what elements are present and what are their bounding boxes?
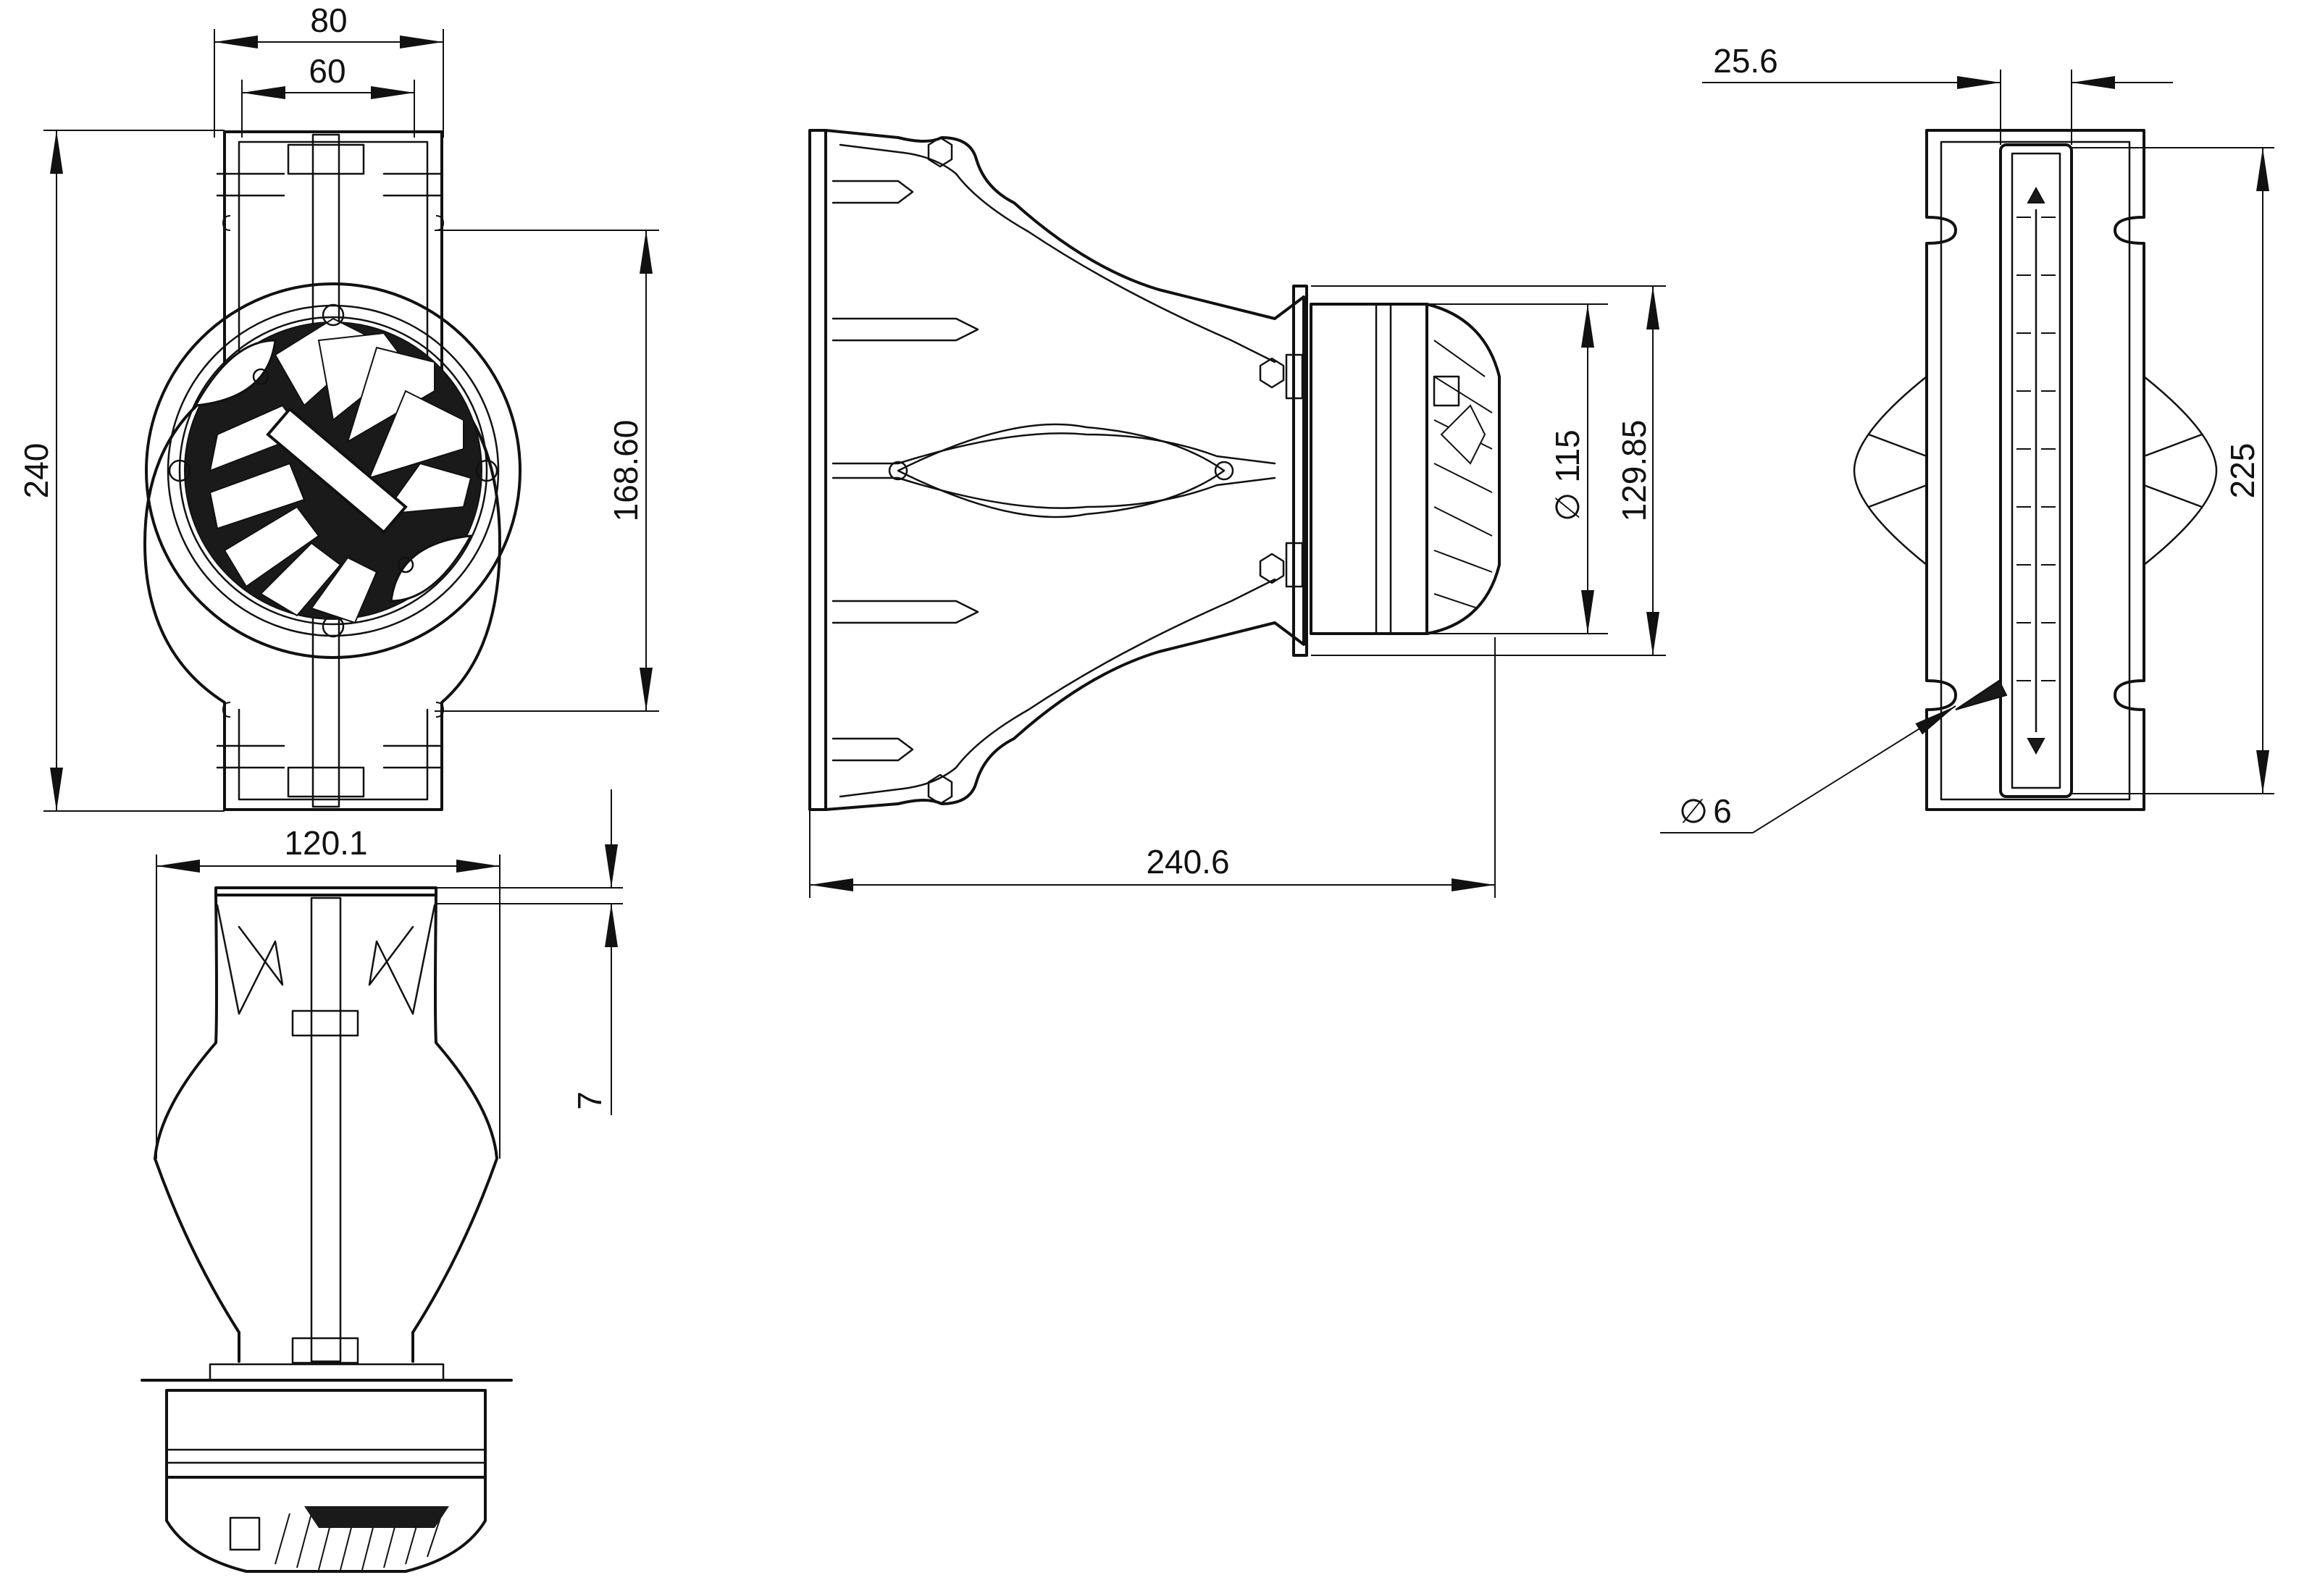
rear-view [1853, 129, 2218, 811]
front-dimensions: 80 60 240 168.60 [17, 1, 659, 812]
bottom-view [141, 886, 513, 1573]
front-cooling-fins [209, 317, 472, 624]
rear-slot-teeth [2016, 217, 2056, 681]
dim-side-overall-depth: 240.6 [1146, 843, 1229, 881]
dim-side-driver-diameter: 115 [1549, 429, 1586, 482]
dim-side-diameter-symbol: ∅ [1549, 492, 1586, 521]
dim-side-flange-height: 129.85 [1615, 420, 1653, 522]
rear-dimensions: 25.6 225 ∅ 6 [1660, 42, 2274, 833]
dim-side-driver-diameter-group: ∅ 115 [1549, 429, 1586, 521]
dim-rear-height: 225 [2224, 443, 2261, 499]
dim-front-overall-height: 240 [17, 443, 55, 499]
dim-bottom-flange-thickness: 7 [571, 1091, 608, 1110]
dim-rear-diameter-symbol: ∅ [1679, 792, 1708, 830]
side-cooling-fins [1433, 340, 1493, 609]
dim-front-overall-width: 80 [310, 1, 347, 39]
bottom-cooling-fins [275, 1506, 449, 1571]
bottom-dimensions: 120.1 7 [156, 789, 623, 1159]
side-dimensions: 129.85 ∅ 115 240.6 [809, 285, 1666, 898]
dim-front-slot-height: 168.60 [607, 420, 645, 522]
dim-rear-hole-diameter: 6 [1713, 792, 1732, 830]
front-view [143, 130, 522, 811]
dim-front-slot-spacing: 60 [309, 52, 345, 90]
dim-rear-slot-width: 25.6 [1713, 42, 1778, 80]
dim-bottom-width: 120.1 [284, 824, 367, 862]
side-view [808, 129, 1501, 811]
